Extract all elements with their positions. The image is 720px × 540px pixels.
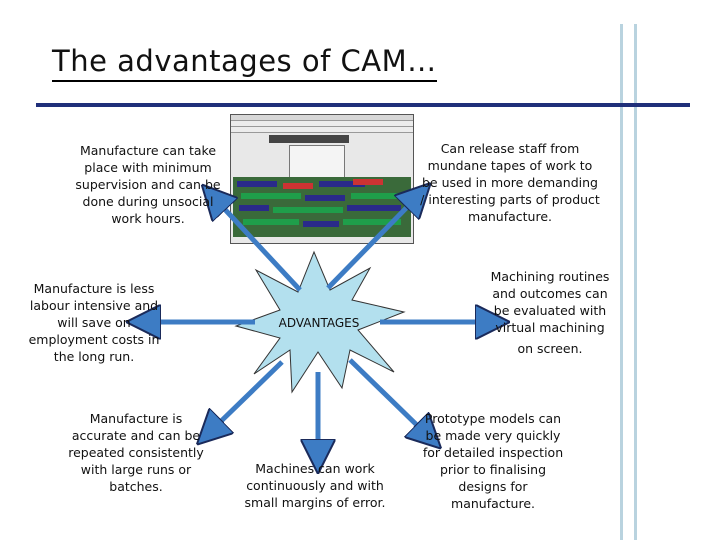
advantage-bottom-right: Prototype models can be made very quickl… bbox=[422, 411, 564, 511]
arrow-bottom-left bbox=[214, 360, 284, 428]
advantage-top-right: Can release staff from mundane tapes of … bbox=[420, 141, 600, 224]
advantage-bottom-center: Machines can work continuously and with … bbox=[244, 461, 386, 510]
advantage-mid-right: Machining routines and outcomes can be e… bbox=[488, 268, 612, 357]
center-label: ADVANTAGES bbox=[279, 316, 360, 330]
arrow-top-right bbox=[326, 200, 414, 290]
advantages-starburst bbox=[234, 250, 406, 394]
page-title: The advantages of CAM… bbox=[52, 44, 437, 82]
side-line-1 bbox=[620, 24, 623, 540]
cam-software-screenshot bbox=[230, 114, 414, 244]
advantage-mid-right-tail: on screen. bbox=[517, 341, 583, 356]
advantage-mid-left: Manufacture is less labour intensive and… bbox=[28, 281, 160, 364]
arrow-top-left bbox=[218, 202, 302, 292]
title-rule bbox=[36, 103, 690, 107]
arrow-bottom-right bbox=[348, 358, 424, 432]
side-line-2 bbox=[634, 24, 637, 540]
advantage-mid-right-main: Machining routines and outcomes can be e… bbox=[490, 269, 610, 335]
advantage-top-left: Manufacture can take place with minimum … bbox=[75, 143, 221, 226]
advantage-bottom-left: Manufacture is accurate and can be repea… bbox=[68, 411, 204, 494]
